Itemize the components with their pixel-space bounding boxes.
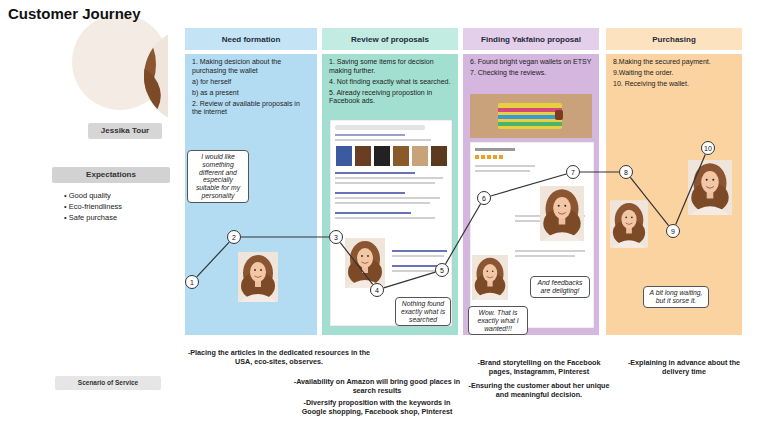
stage-step-text: b) as a present <box>192 89 311 98</box>
stage-step-text: a) for herself <box>192 78 311 87</box>
bubble-text: Wow. That is exactly what I wanted!!! <box>472 309 524 332</box>
step-circle: 9 <box>666 224 680 238</box>
journey-line <box>491 174 567 196</box>
step-circle: 8 <box>619 165 633 179</box>
journey-stage-column: Purchasing 8.Making the secured payment. 9… <box>606 28 742 335</box>
step-number: 1 <box>190 279 194 286</box>
persona-photo <box>472 255 508 300</box>
step-number: 2 <box>232 234 236 241</box>
stage-panel <box>606 54 742 335</box>
step-number: 3 <box>334 234 338 241</box>
journey-line <box>676 154 706 224</box>
stage-step-text: 8.Making the secured payment. <box>613 58 736 67</box>
persona-name: Jessika Tour <box>88 123 162 139</box>
expectations-header: Expectations <box>52 167 170 183</box>
persona-photo <box>610 200 648 248</box>
stage-step-text: 5. Already receiving propostion in Faceb… <box>329 89 452 106</box>
expectation-item: • Safe purchase <box>64 213 164 222</box>
stage-panel <box>463 54 599 335</box>
step-circle: 6 <box>477 191 491 205</box>
speech-bubble: Wow. That is exactly what I wanted!!! <box>468 306 528 335</box>
column-body: 1. Making desicion about the purchasing … <box>185 56 317 119</box>
journey-stage-column: Finding Yakfaino proposal 6. Found bright… <box>463 28 599 335</box>
persona-photo <box>345 238 385 288</box>
scenario-note: -Availability on Amazon will bring good … <box>292 378 462 396</box>
scenario-note: -Brand storytelling on the Facebook page… <box>466 359 612 377</box>
stage-step-text: 4. Not finding exactly what is searched. <box>329 78 452 87</box>
step-circle: 3 <box>329 230 343 244</box>
scenario-note: -Placing the articles in the dedicated r… <box>186 349 372 367</box>
step-circle: 2 <box>227 230 241 244</box>
stage-header: Finding Yakfaino proposal <box>463 28 599 50</box>
step-number: 6 <box>482 195 486 202</box>
stage-step-text: 1. Making desicion about the purchasing … <box>192 58 311 75</box>
step-circle: 5 <box>435 263 449 277</box>
stage-header: Need formation <box>185 28 317 50</box>
scenario-note: -Ensuring the customer about her unique … <box>466 382 612 400</box>
step-number: 4 <box>375 287 379 294</box>
column-body: 1. Saving some items for decision making… <box>322 56 458 108</box>
stage-panel <box>185 54 317 335</box>
journey-line <box>580 171 619 172</box>
expectation-item: • Good quality <box>64 191 164 200</box>
stage-header: Purchasing <box>606 28 742 50</box>
reviews-screenshot <box>470 142 594 328</box>
step-number: 7 <box>571 169 575 176</box>
page-title: Customer Journey <box>8 5 141 22</box>
persona-photo <box>540 186 584 241</box>
bubble-text: And feedbacks are deligting! <box>534 279 586 295</box>
journey-line <box>446 204 481 264</box>
step-circle: 1 <box>185 275 199 289</box>
wallet-photo <box>470 94 592 138</box>
speech-bubble: Nothing found exactly what is searched <box>395 297 451 326</box>
persona-photo <box>688 160 732 215</box>
stage-step-text: 9.Waiting the order. <box>613 69 736 78</box>
stage-step-text: 6. Found bright vegan wallets on ETSY <box>470 58 593 67</box>
persona-name-text: Jessika Tour <box>92 126 158 136</box>
journey-stage-column: Review of proposals 1. Saving some items … <box>322 28 458 335</box>
step-circle: 7 <box>566 165 580 179</box>
scenario-note: -Explaining in advance about the deliver… <box>614 359 754 377</box>
step-number: 9 <box>671 228 675 235</box>
step-number: 5 <box>440 267 444 274</box>
speech-bubble: And feedbacks are deligting! <box>530 276 590 298</box>
expectation-item: • Eco-friendliness <box>64 202 164 211</box>
bubble-text: Nothing found exactly what is searched <box>399 300 447 323</box>
stage-step-text: 2. Review of available proposals in the … <box>192 100 311 117</box>
persona-photo <box>238 252 278 302</box>
journey-line <box>197 242 229 277</box>
journey-line <box>340 243 372 285</box>
stage-step-text: 1. Saving some items for decision making… <box>329 58 452 75</box>
persona-photo <box>72 14 168 134</box>
step-circle: 4 <box>370 283 384 297</box>
journey-stage-column: Need formation 1. Making desicion about t… <box>185 28 317 335</box>
expectations-header-text: Expectations <box>56 170 166 180</box>
column-body: 6. Found bright vegan wallets on ETSY 7. … <box>463 56 599 80</box>
step-number: 10 <box>704 145 712 152</box>
journey-line <box>384 272 436 288</box>
column-body: 8.Making the secured payment. 9.Waiting t… <box>606 56 742 91</box>
stage-step-text: 10. Receiving the wallet. <box>613 80 736 89</box>
step-number: 8 <box>624 169 628 176</box>
stage-step-text: 7. Checking the reviews. <box>470 69 593 78</box>
journey-line <box>630 177 668 225</box>
bubble-text: A bit long waiting, but it sorse it. <box>647 289 705 305</box>
scenario-header-text: Scenario of Service <box>59 379 157 387</box>
stage-header: Review of proposals <box>322 28 458 50</box>
journey-line <box>241 236 329 237</box>
scenario-header: Scenario of Service <box>55 376 161 390</box>
speech-bubble: I would like something different and esp… <box>187 150 249 203</box>
speech-bubble: A bit long waiting, but it sorse it. <box>643 286 709 308</box>
stage-panel <box>322 54 458 335</box>
search-screenshot <box>330 120 452 326</box>
bubble-text: I would like something different and esp… <box>191 153 245 200</box>
scenario-note: -Diversify proposition with the keywords… <box>292 399 462 417</box>
step-circle: 10 <box>701 141 715 155</box>
